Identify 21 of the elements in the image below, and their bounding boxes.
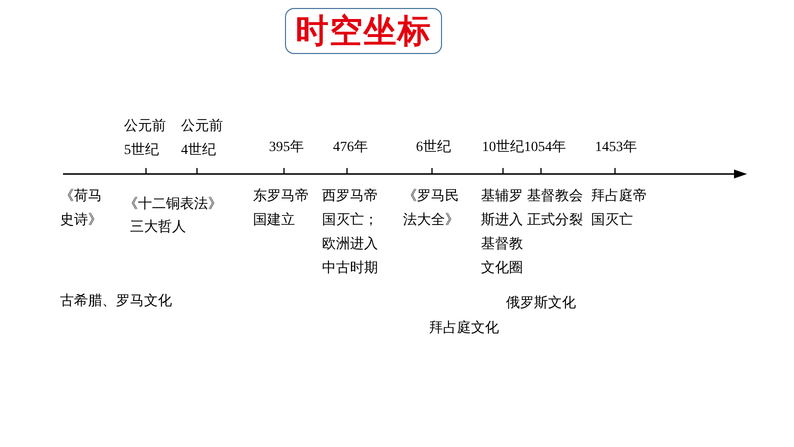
culture-label: 古希腊、罗马文化 (60, 292, 172, 311)
date-label: 公元前4世纪 (181, 118, 224, 160)
title-banner: 时空坐标 (285, 8, 442, 54)
culture-label: 拜占庭文化 (429, 319, 499, 338)
event-label: 《荷马史诗》 (60, 188, 103, 230)
event-label: 《十二铜表法》 (124, 196, 222, 214)
culture-label: 俄罗斯文化 (506, 294, 576, 313)
date-label: 6世纪 (416, 138, 451, 157)
event-label: 三大哲人 (130, 218, 186, 237)
event-label: 基督教会正式分裂 (527, 188, 584, 230)
date-label: 476年 (333, 138, 368, 157)
date-label: 1453年 (595, 138, 637, 157)
date-label: 395年 (269, 138, 304, 157)
event-label: 基辅罗斯进入基督教文化圈 (481, 188, 524, 278)
date-label: 10世纪 (482, 138, 524, 157)
event-label: 西罗马帝国灭亡；欧洲进入中古时期 (322, 187, 379, 278)
event-label: 《罗马民法大全》 (403, 188, 460, 230)
event-label: 东罗马帝国建立 (253, 187, 310, 230)
date-label: 公元前5世纪 (124, 118, 167, 160)
date-label: 1054年 (524, 138, 566, 157)
event-label: 拜占庭帝国灭亡 (591, 187, 648, 230)
